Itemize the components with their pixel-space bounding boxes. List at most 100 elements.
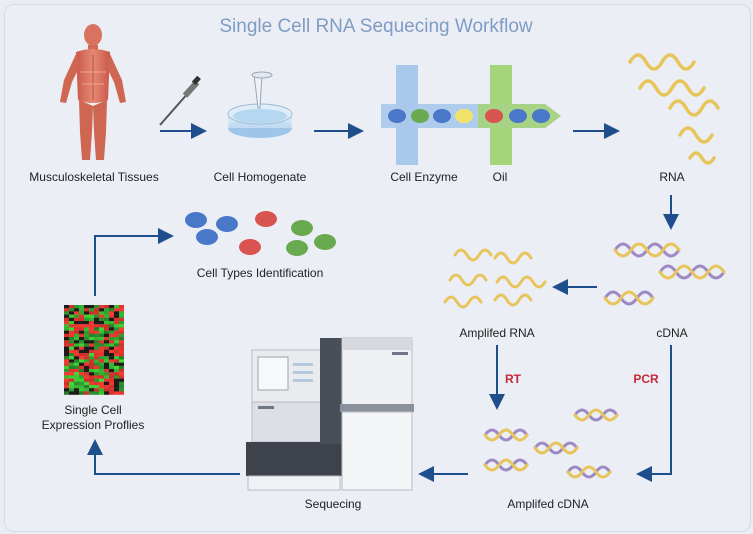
heatmap-cell <box>64 330 69 334</box>
heatmap-cell <box>79 362 84 366</box>
heatmap-cell <box>104 356 109 360</box>
heatmap-cell <box>114 327 119 331</box>
cell-type-dot <box>185 212 207 228</box>
heatmap-cell <box>104 327 109 331</box>
heatmap-cell <box>99 317 104 322</box>
cell-type-dot <box>291 220 313 236</box>
heatmap-cell <box>94 330 99 334</box>
heatmap-cell <box>84 353 89 357</box>
heatmap-cell <box>89 311 94 315</box>
heatmap-cell <box>74 365 79 370</box>
heatmap-cell <box>114 324 119 328</box>
heatmap-cell <box>89 356 94 360</box>
heatmap-cell <box>64 346 69 350</box>
heatmap-cell <box>104 385 109 389</box>
heatmap-cell <box>109 381 114 386</box>
heatmap-cell <box>109 337 114 341</box>
heatmap-cell <box>89 378 94 382</box>
heatmap-cell <box>119 321 124 325</box>
heatmap-cell <box>74 381 79 386</box>
heatmap-cell <box>74 372 79 376</box>
heatmap-cell <box>64 359 69 363</box>
cell-cluster-icon <box>185 211 336 256</box>
heatmap-cell <box>89 324 94 328</box>
label-profiles-line2: Expression Proflies <box>41 418 145 432</box>
heatmap-cell <box>84 372 89 376</box>
heatmap-cell <box>94 317 99 322</box>
heatmap-icon <box>64 305 124 395</box>
heatmap-cell <box>94 365 99 370</box>
heatmap-cell <box>104 346 109 350</box>
heatmap-cell <box>119 381 124 386</box>
heatmap-cell <box>84 346 89 350</box>
heatmap-cell <box>69 356 74 360</box>
heatmap-cell <box>119 324 124 328</box>
heatmap-cell <box>94 353 99 357</box>
heatmap-cell <box>114 372 119 376</box>
heatmap-cell <box>74 337 79 341</box>
heatmap-cell <box>94 308 99 312</box>
dna-helix-icon <box>483 408 619 479</box>
heatmap-cell <box>74 349 79 354</box>
heatmap-cell <box>99 308 104 312</box>
heatmap-cell <box>74 369 79 373</box>
heatmap-cell <box>99 333 104 338</box>
heatmap-cell <box>79 343 84 347</box>
heatmap-cell <box>69 317 74 322</box>
heatmap-cell <box>79 308 84 312</box>
label-sequencing: Sequecing <box>304 497 362 511</box>
heatmap-cell <box>114 359 119 363</box>
heatmap-cell <box>109 378 114 382</box>
heatmap-cell <box>94 381 99 386</box>
heatmap-cell <box>119 372 124 376</box>
heatmap-cell <box>89 385 94 389</box>
heatmap-cell <box>64 321 69 325</box>
droplet-cell <box>532 109 550 123</box>
heatmap-cell <box>99 346 104 350</box>
heatmap-cell <box>89 327 94 331</box>
heatmap-cell <box>89 321 94 325</box>
heatmap-cell <box>69 381 74 386</box>
flow-arrows <box>87 123 679 482</box>
heatmap-cell <box>114 385 119 389</box>
heatmap-cell <box>94 369 99 373</box>
sequencer-machine-icon <box>246 337 414 491</box>
heatmap-cell <box>99 327 104 331</box>
heatmap-cell <box>84 378 89 382</box>
heatmap-cell <box>99 337 104 341</box>
heatmap-cell <box>69 321 74 325</box>
label-cell-enzyme: Cell Enzyme <box>390 170 458 184</box>
heatmap-cell <box>74 311 79 315</box>
heatmap-cell <box>64 337 69 341</box>
heatmap-cell <box>119 369 124 373</box>
rna-strand-icon <box>628 53 720 165</box>
heatmap-cell <box>69 311 74 315</box>
heatmap-cell <box>74 324 79 328</box>
heatmap-cell <box>74 388 79 392</box>
heatmap-cell <box>99 324 104 328</box>
droplet-cell <box>455 109 473 123</box>
heatmap-cell <box>104 375 109 379</box>
heatmap-cell <box>109 388 114 392</box>
heatmap-cell <box>84 311 89 315</box>
heatmap-cell <box>64 378 69 382</box>
heatmap-cell <box>94 327 99 331</box>
heatmap-cell <box>94 362 99 366</box>
heatmap-cell <box>79 321 84 325</box>
heatmap-cell <box>119 359 124 363</box>
heatmap-cell <box>69 330 74 334</box>
heatmap-cell <box>89 391 94 395</box>
heatmap-cell <box>69 305 74 309</box>
heatmap-cell <box>119 308 124 312</box>
heatmap-cell <box>69 308 74 312</box>
heatmap-cell <box>94 324 99 328</box>
heatmap-cell <box>114 340 119 344</box>
heatmap-cell <box>114 337 119 341</box>
heatmap-cell <box>69 343 74 347</box>
arrow-pcr <box>636 345 672 482</box>
heatmap-cell <box>114 311 119 315</box>
heatmap-cell <box>104 333 109 338</box>
heatmap-cell <box>79 353 84 357</box>
heatmap-cell <box>109 365 114 370</box>
heatmap-cell <box>94 314 99 318</box>
